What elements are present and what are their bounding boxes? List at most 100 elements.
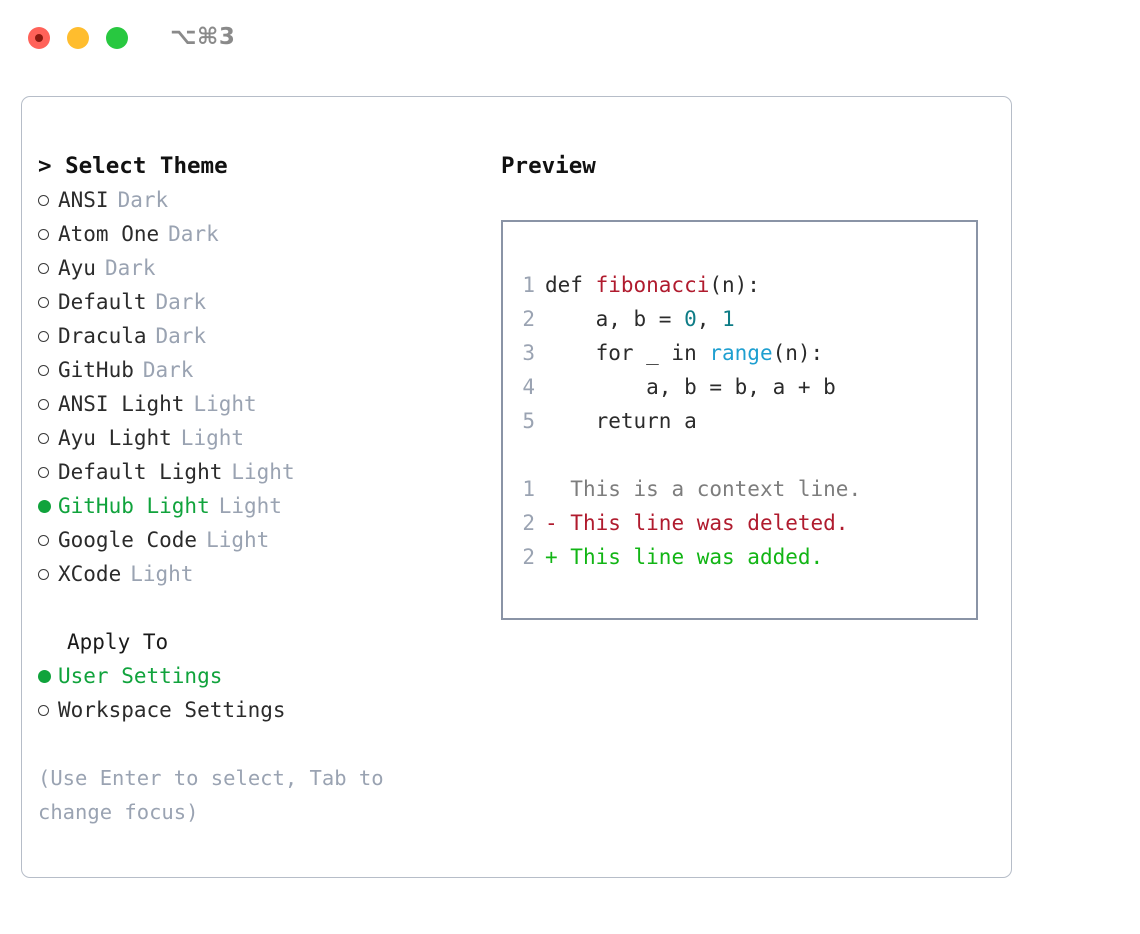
code-line: 3 for _ in range(n): — [503, 336, 976, 370]
code-line-number: 5 — [522, 409, 535, 433]
diff-line-number: 2 — [522, 511, 535, 535]
theme-option-name: GitHub — [58, 358, 134, 382]
diff-line: 2- This line was deleted. — [503, 506, 976, 540]
theme-option-name: Default — [58, 290, 147, 314]
theme-option-name: Default Light — [58, 460, 223, 484]
code-token: (n): — [772, 341, 824, 365]
theme-option-kind: Dark — [155, 324, 207, 348]
theme-option-kind: Light — [206, 528, 270, 552]
radio-selected-icon[interactable] — [38, 489, 58, 523]
radio-unselected-icon[interactable] — [38, 523, 58, 557]
code-line-number: 4 — [522, 375, 535, 399]
apply-to-option[interactable]: User Settings — [38, 659, 478, 693]
code-line: 2 a, b = 0, 1 — [503, 302, 976, 336]
list-spacer — [38, 591, 478, 625]
theme-option[interactable]: Default Dark — [38, 285, 478, 319]
radio-unselected-icon[interactable] — [38, 353, 58, 387]
theme-option-name: ANSI Light — [58, 392, 185, 416]
code-token: 0 — [684, 307, 697, 331]
radio-glyph — [38, 466, 49, 478]
theme-option-kind: Dark — [155, 290, 207, 314]
theme-option[interactable]: GitHub Dark — [38, 353, 478, 387]
theme-option-kind: Dark — [117, 188, 169, 212]
code-line-text: a, b = 0, 1 — [545, 302, 735, 336]
radio-glyph — [38, 296, 49, 308]
radio-glyph — [38, 262, 49, 274]
radio-selected-icon[interactable] — [38, 659, 58, 693]
code-token: def — [545, 273, 596, 297]
code-line-number: 3 — [522, 341, 535, 365]
radio-unselected-icon[interactable] — [38, 387, 58, 421]
code-line-number: 1 — [522, 273, 535, 297]
diff-marker: - — [545, 511, 558, 535]
radio-unselected-icon[interactable] — [38, 319, 58, 353]
code-line-text: return a — [545, 404, 697, 438]
radio-unselected-icon[interactable] — [38, 251, 58, 285]
theme-option[interactable]: Dracula Dark — [38, 319, 478, 353]
preview-title: Preview — [501, 153, 596, 179]
window-controls — [28, 27, 128, 49]
theme-option-kind: Dark — [142, 358, 194, 382]
diff-line-number: 2 — [522, 545, 535, 569]
radio-glyph — [38, 330, 49, 342]
code-line: 4 a, b = b, a + b — [503, 370, 976, 404]
radio-unselected-icon[interactable] — [38, 421, 58, 455]
radio-glyph — [38, 704, 49, 716]
close-button[interactable] — [28, 27, 50, 49]
keyboard-hint-text: (Use Enter to select, Tab to change focu… — [38, 766, 384, 824]
code-token: a, b = — [545, 307, 685, 331]
radio-unselected-icon[interactable] — [38, 693, 58, 727]
diff-sample: 1 This is a context line.2- This line wa… — [503, 472, 976, 574]
theme-option-kind: Dark — [168, 222, 219, 246]
theme-option[interactable]: Ayu Light Light — [38, 421, 478, 455]
keyboard-shortcut-label: ⌥⌘3 — [170, 24, 236, 50]
code-line-number: 2 — [522, 307, 535, 331]
diff-marker: + — [545, 545, 558, 569]
code-token: a, b = b, a + b — [545, 375, 836, 399]
radio-glyph — [38, 669, 51, 683]
code-line: 5 return a — [503, 404, 976, 438]
minimize-button[interactable] — [67, 27, 89, 49]
radio-unselected-icon[interactable] — [38, 183, 58, 217]
code-line-text: a, b = b, a + b — [545, 370, 836, 404]
theme-option[interactable]: Ayu Dark — [38, 251, 478, 285]
code-token: for _ in — [545, 341, 710, 365]
code-token: , — [696, 307, 723, 331]
zoom-button[interactable] — [106, 27, 128, 49]
radio-unselected-icon[interactable] — [38, 285, 58, 319]
apply-to-option-name: Workspace Settings — [58, 698, 286, 722]
radio-glyph — [38, 534, 49, 546]
radio-unselected-icon[interactable] — [38, 455, 58, 489]
radio-glyph — [38, 228, 49, 240]
apply-to-label: Apply To — [67, 630, 169, 654]
theme-option-name: Ayu — [58, 256, 96, 280]
radio-unselected-icon[interactable] — [38, 557, 58, 591]
theme-option-name: Ayu Light — [58, 426, 172, 450]
theme-option-name: ANSI — [58, 188, 109, 212]
theme-option[interactable]: ANSI Dark — [38, 183, 478, 217]
theme-option-name: Dracula — [58, 324, 147, 348]
theme-option-kind: Dark — [104, 256, 156, 280]
diff-line: 2+ This line was added. — [503, 540, 976, 574]
theme-option-kind: Light — [180, 426, 245, 450]
diff-line-text: This is a context line. — [557, 477, 862, 501]
radio-glyph — [38, 568, 49, 580]
radio-unselected-icon[interactable] — [38, 217, 58, 251]
select-theme-header: > Select Theme — [38, 153, 228, 179]
diff-marker — [545, 472, 558, 506]
radio-glyph — [38, 364, 49, 376]
apply-to-option[interactable]: Workspace Settings — [38, 693, 478, 727]
